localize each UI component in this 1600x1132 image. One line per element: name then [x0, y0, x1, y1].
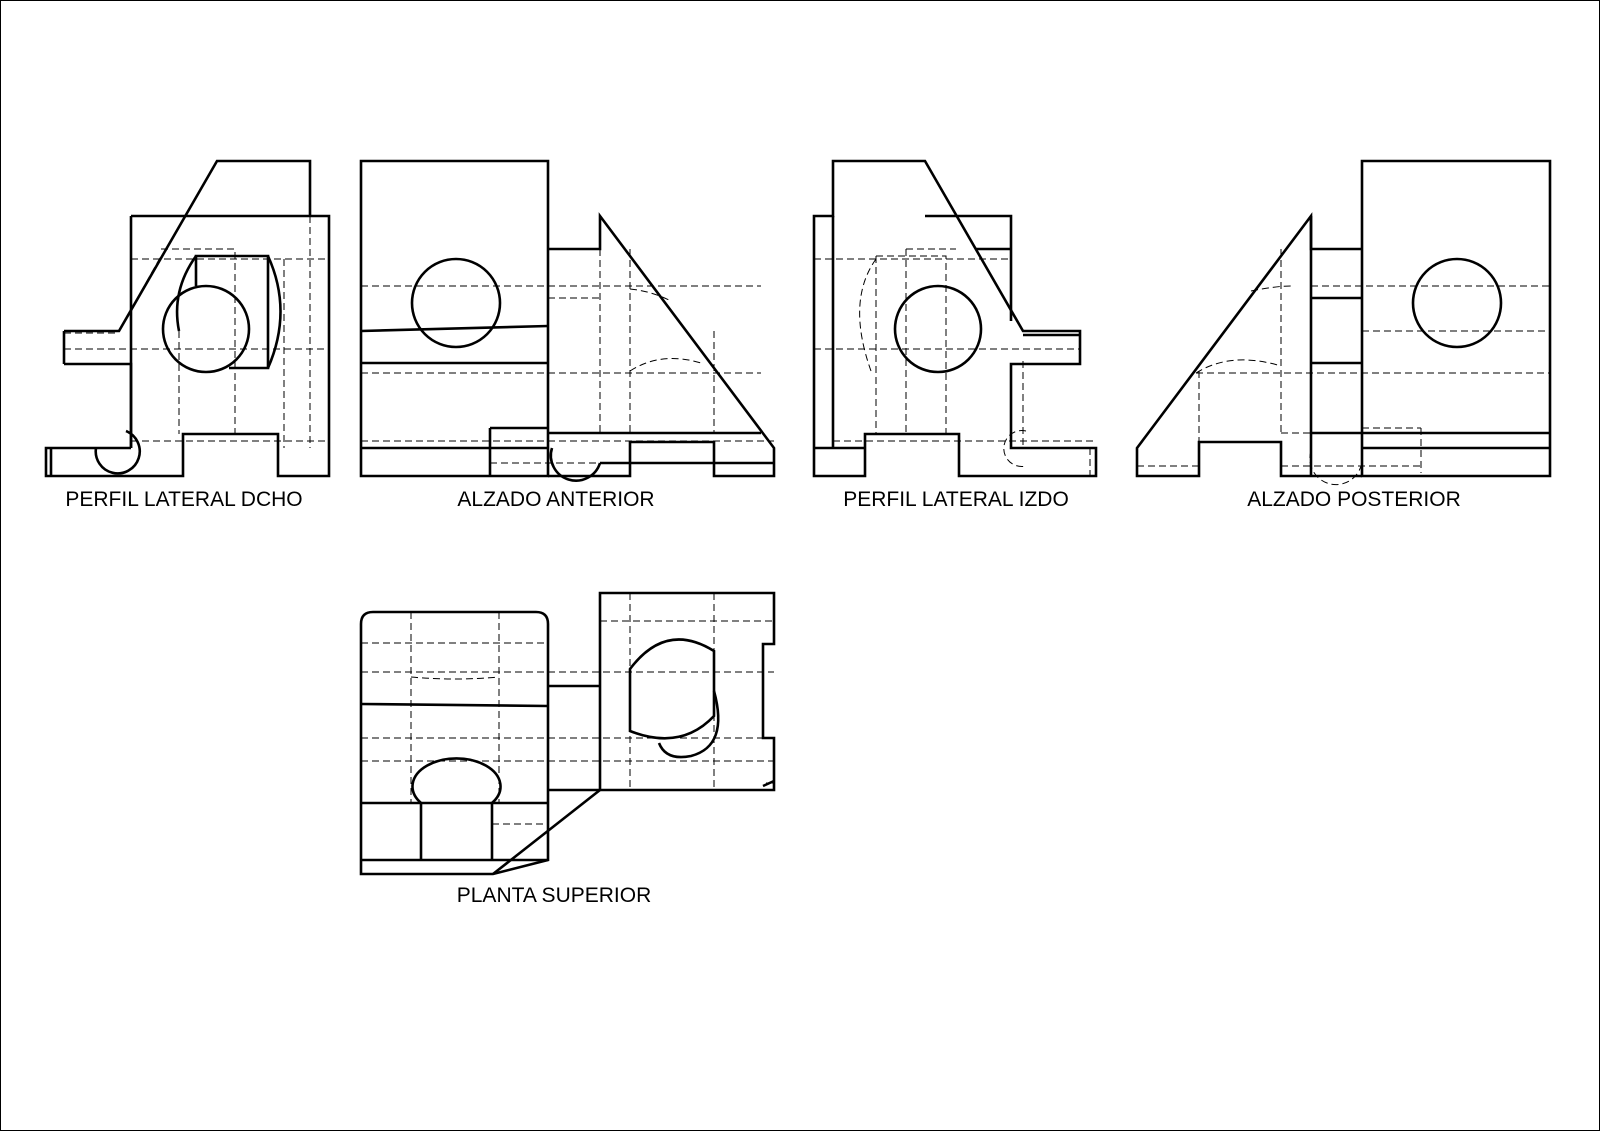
view-planta-superior: [359, 591, 776, 876]
view-perfil-lateral-izdo: [812, 159, 1098, 478]
label-planta-superior: PLANTA SUPERIOR: [456, 884, 652, 907]
view-alzado-anterior: [359, 159, 776, 482]
label-perfil-lateral-izdo: PERFIL LATERAL IZDO: [843, 488, 1069, 511]
view-alzado-posterior: [1135, 159, 1552, 486]
view-perfil-lateral-dcho: [44, 159, 331, 478]
label-alzado-anterior: ALZADO ANTERIOR: [457, 488, 655, 511]
label-alzado-posterior: ALZADO POSTERIOR: [1247, 488, 1461, 511]
label-perfil-lateral-dcho: PERFIL LATERAL DCHO: [65, 488, 303, 511]
